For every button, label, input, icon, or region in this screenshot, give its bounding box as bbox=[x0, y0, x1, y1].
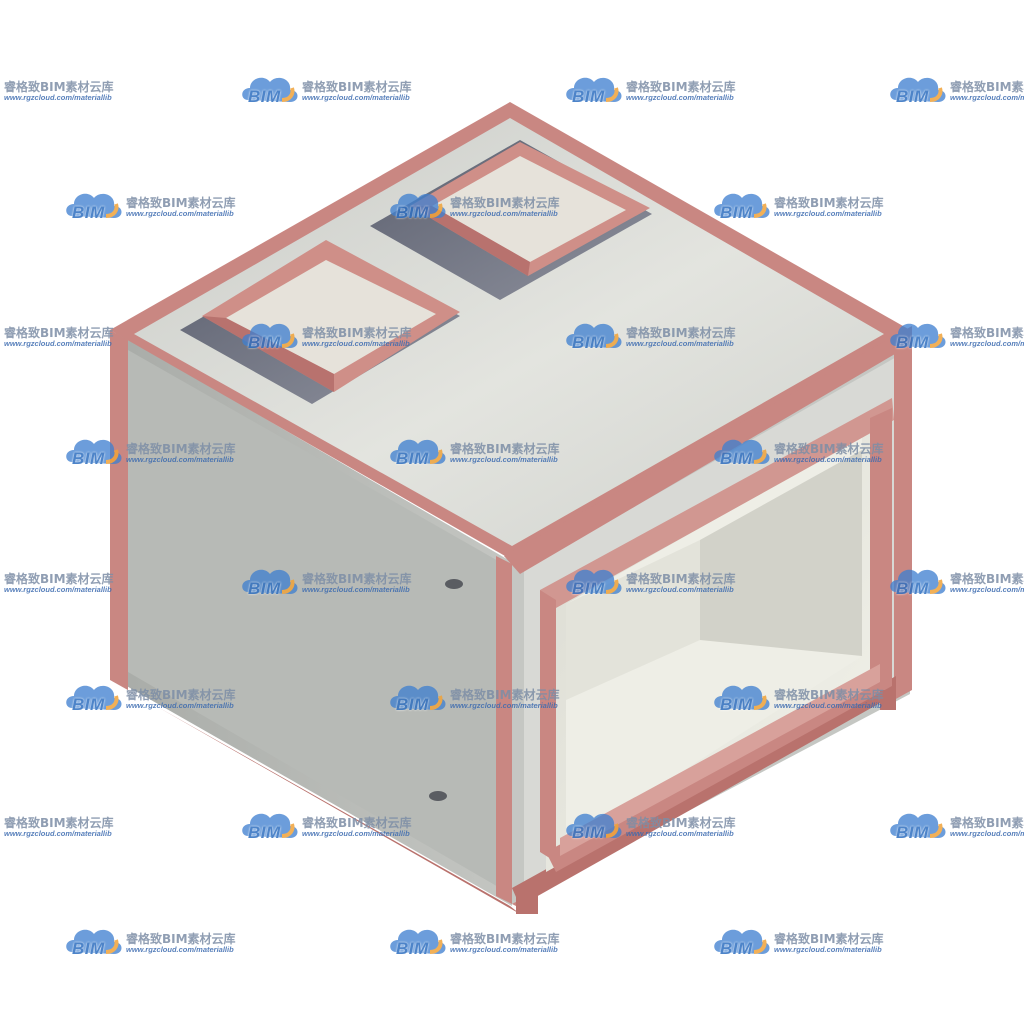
bolt-icon bbox=[445, 579, 463, 589]
bolt-icon bbox=[429, 791, 447, 801]
right-face bbox=[504, 326, 912, 914]
left-face bbox=[110, 330, 520, 914]
